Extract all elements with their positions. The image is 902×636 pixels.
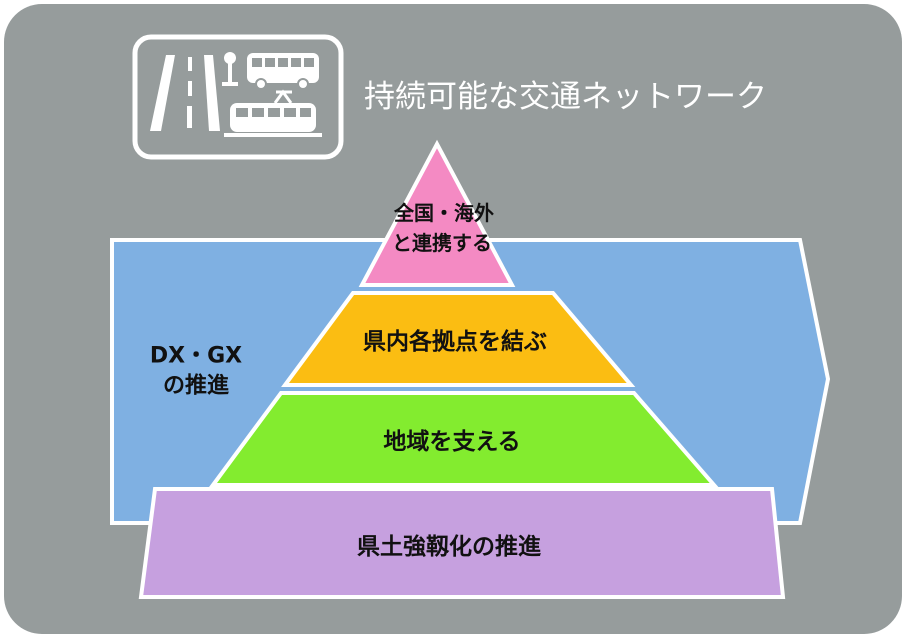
pyramid-base-tier [138,487,786,599]
dx-gx-label: DX・GX の推進 [150,344,242,399]
upper-tier-label: 県内各拠点を結ぶ [363,328,547,355]
pyramid-middle-tier [209,391,719,487]
pyramid-upper-tier [281,291,636,387]
diagram-title: 持続可能な交通ネットワーク [364,79,767,115]
dx-gx-label-line2: の推進 [163,374,229,399]
top-tier-label-line1: 全国・海外 [393,201,494,225]
middle-tier-label: 地域を支える [383,428,520,455]
pyramid-top-tier [358,139,516,287]
road-and-bus-icon [132,34,344,160]
dx-gx-label-line1: DX・GX [150,344,242,369]
top-tier-label-line2: と連携する [392,231,492,255]
base-tier-label: 県土強靱化の推進 [357,533,541,560]
